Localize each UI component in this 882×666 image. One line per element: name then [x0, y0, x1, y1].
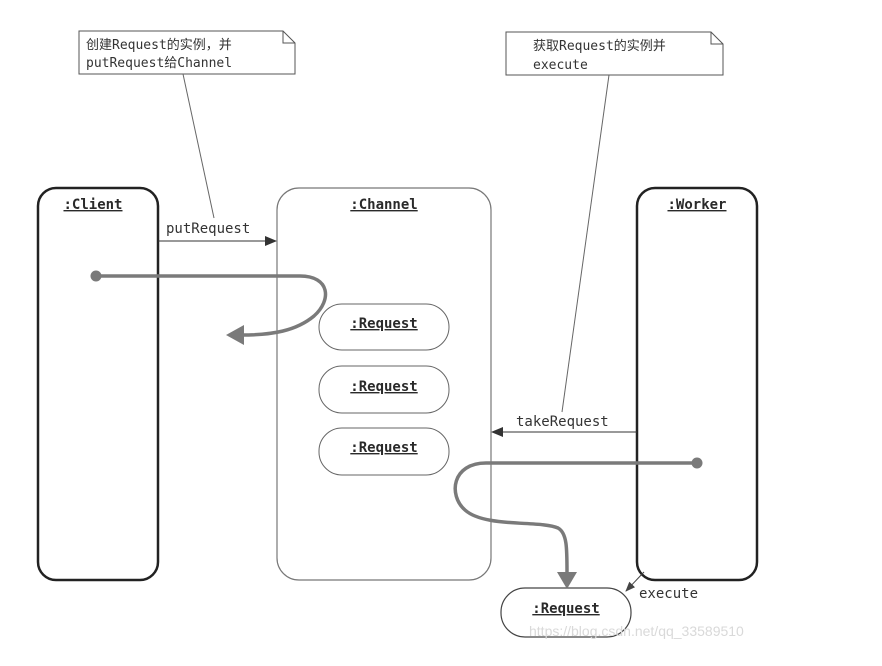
note-create-connector [182, 73, 215, 219]
worker-flow-path [453, 457, 703, 589]
note-create-line2: putRequest给Channel [86, 56, 232, 71]
queue-request-2: :Request [318, 365, 450, 414]
watermark-text: https://blog.csdn.net/qq_33589510 [529, 623, 744, 639]
queue-request-label: :Request [350, 316, 417, 332]
client-title: :Client [63, 197, 122, 213]
client-lifeline: :Client [36, 186, 160, 582]
execute-label: execute [639, 586, 698, 602]
take-request-label: takeRequest [516, 414, 609, 430]
queue-request-label: :Request [350, 379, 417, 395]
worker-title: :Worker [667, 197, 726, 213]
channel-title: :Channel [350, 197, 417, 213]
queue-request-3: :Request [318, 427, 450, 476]
note-create-request: 创建Request的实例，并 putRequest给Channel [78, 30, 296, 75]
result-request-label: :Request [532, 601, 599, 617]
put-request-label: putRequest [166, 221, 250, 237]
worker-lifeline: :Worker [635, 186, 759, 582]
note-take-request: 获取Request的实例并 execute [505, 31, 724, 76]
result-request: :Request [500, 587, 632, 638]
note-take-line1: 获取Request的实例并 [533, 38, 666, 54]
request-queue: :Request :Request :Request [318, 303, 450, 476]
put-request-message: putRequest [158, 221, 277, 246]
take-request-message: takeRequest [491, 414, 637, 437]
worker-flow-origin [691, 457, 703, 469]
note-take-connector [561, 74, 610, 413]
note-create-line1: 创建Request的实例，并 [86, 37, 232, 53]
client-flow-origin [90, 270, 102, 282]
execute-message: execute [625, 571, 698, 602]
note-take-line2: execute [533, 58, 588, 73]
client-flow-path [90, 270, 328, 345]
queue-request-label: :Request [350, 440, 417, 456]
queue-request-1: :Request [318, 303, 450, 351]
